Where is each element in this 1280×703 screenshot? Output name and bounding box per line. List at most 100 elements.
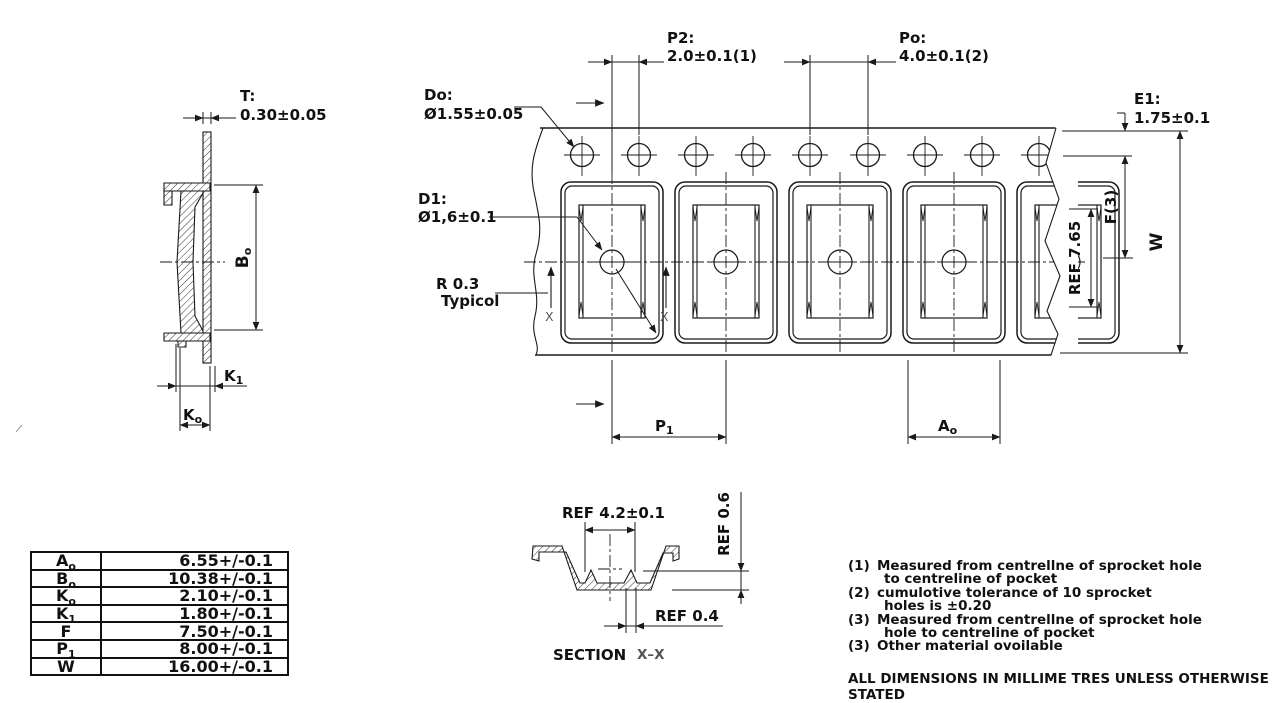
note-number: (3) [848,638,870,655]
table-cell-param: W [30,656,102,677]
dim-ref04: REF 0.4 [604,588,723,633]
note-number: (1) [848,558,870,574]
note-line: Other material ovoilable [877,638,1063,655]
do-label: Do: [424,86,453,104]
x-marker-right: X [660,309,669,324]
d1-value: Ø1,6±0.1 [418,208,496,226]
dimension-table: Ao 6.55+/-0.1 Bo 10.38+/-0.1 Ko 2.10+/-0… [30,551,289,677]
note-line: to centreline of pocket [884,571,1058,588]
sprocket-hole [677,135,715,177]
pocket-top-flange [163,182,211,192]
sprocket-hole [791,135,829,177]
table-row: Bo 10.38+/-0.1 [30,568,289,590]
table-cell-param: P1 [30,638,102,660]
footer-note: ALL DIMENSIONS IN MILLIME TRES UNLESS OT… [848,671,1269,703]
table-cell-value: 6.55+/-0.1 [100,551,289,571]
d1-label: D1: [418,190,447,208]
dim-t: T: 0.30±0.05 [183,87,327,124]
p2-label: P2: [667,29,694,47]
dim-r03: R 0.3 Typicol [436,268,657,334]
p2-value: 2.0±0.1(1) [667,47,757,65]
pocket-top-lip [163,190,173,206]
table-cell-value: 1.80+/-0.1 [100,603,289,624]
sprocket-hole [906,135,944,177]
table-cell-param: Bo [30,568,102,590]
section-cut-label: X–X [637,647,665,663]
tape-top-view: X X P2: 2.0±0.1(1) Po: 4.0±0.1(2) [418,29,1210,444]
dim-ko: Ko [179,348,211,431]
r03-label2: Typicol [441,292,499,310]
r03-label: R 0.3 [436,275,479,293]
dim-f: F(3) [1102,156,1133,259]
tape-left-break-line [531,127,544,356]
bo-label: Bo [233,247,254,268]
ref765-label: REF 7.65 [1066,221,1084,295]
note-line: Measured from centrellne of sprocket hol… [877,558,1202,574]
note-line: cumulotive tolerance of 10 sprocket [877,584,1152,601]
k1-label: K1 [224,367,243,387]
w-label: W [1147,232,1167,251]
table-cell-value: 2.10+/-0.1 [100,586,289,606]
table-row: W 16.00+/-0.1 [30,656,289,677]
dim-d1: D1: Ø1,6±0.1 [418,190,603,251]
table-cell-param: Ko [30,586,102,608]
note-2: (2) cumulotive tolerance of 10 sprocket … [848,584,1268,615]
dim-k1: K1 [157,344,247,392]
table-cell-param: K1 [30,603,102,625]
p1-label: P1 [655,417,674,437]
dim-po: Po: 4.0±0.1(2) [784,29,989,135]
tape-right-break-line [1044,127,1061,356]
ko-label: Ko [183,406,203,426]
po-value: 4.0±0.1(2) [899,47,989,65]
note-4: (3) Other material ovoilable [848,638,1268,655]
sprocket-hole [734,135,772,177]
section-view: REF 4.2±0.1 REF 0.6 REF 0.4 SECTION X–X [531,492,749,664]
dim-ref765: REF 7.65 [1066,208,1098,308]
ref06-label: REF 0.6 [715,492,733,556]
dim-ref42: REF 4.2±0.1 [562,504,665,572]
dim-w: W [1060,130,1188,354]
pocket-cross-section [531,545,680,591]
dim-ref06: REF 0.6 [643,492,749,604]
note-lines: cumulotive tolerance of 10 sprocket hole… [877,584,1152,615]
section-cut-markers: X X [545,266,670,324]
table-cell-param: Ao [30,551,102,572]
sprocket-hole [849,135,887,177]
side-view: T: 0.30±0.05 Bo K1 Ko [15,87,327,433]
table-cell-param: F [30,621,102,641]
table-cell-value: 7.50+/-0.1 [100,621,289,641]
stray-mark [15,424,23,433]
pocket-bottom-lip [177,340,187,348]
note-lines: Measured from centrellne of sprocket hol… [877,611,1202,642]
table-row: P1 8.00+/-0.1 [30,638,289,660]
table-cell-value: 16.00+/-0.1 [100,656,289,677]
dim-bo: Bo [214,184,263,331]
x-marker-left: X [545,309,554,324]
table-cell-value: 8.00+/-0.1 [100,638,289,659]
f-label: F(3) [1102,190,1120,224]
note-line: Measured from centrellne of sprocket hol… [877,611,1202,628]
t-label: T: [240,87,255,105]
po-label: Po: [899,29,926,47]
note-1: (1) Measured from centrellne of sprocket… [848,558,1268,588]
dim-e1: E1: 1.75±0.1 [1062,90,1210,173]
pocket-bottom-flange [163,332,211,342]
e1-label: E1: [1134,90,1161,108]
note-number: (2) [848,584,870,601]
dim-p1: P1 [611,360,727,444]
break-mask [1045,126,1078,357]
dim-do: Do: Ø1.55±0.05 [424,86,575,148]
ao-label: Ao [938,417,958,437]
note-lines: Measured from centrellne of sprocket hol… [877,558,1202,588]
section-title: SECTION [553,646,626,664]
table-row: Ko 2.10+/-0.1 [30,586,289,608]
ref42-label: REF 4.2±0.1 [562,504,665,522]
note-line: holes is ±0.20 [884,598,992,615]
sprocket-hole [620,135,658,177]
table-row: K1 1.80+/-0.1 [30,603,289,625]
note-line: hole to centreline of pocket [884,625,1095,642]
note-number: (3) [848,611,870,628]
note-3: (3) Measured from centrellne of sprocket… [848,611,1268,642]
dim-p2: P2: 2.0±0.1(1) [588,29,757,172]
